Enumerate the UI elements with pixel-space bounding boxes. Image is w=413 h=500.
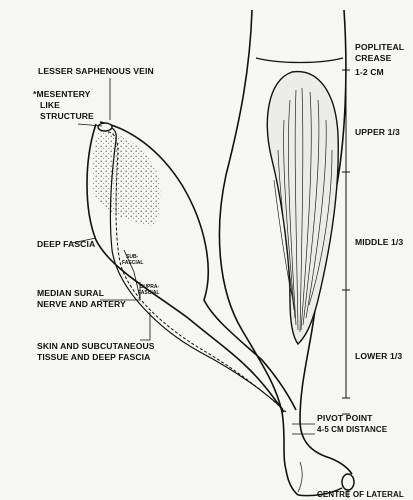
dotted-fascia-region bbox=[92, 130, 161, 226]
label-lower-third: LOWER 1/3 bbox=[355, 351, 402, 362]
label-deep-fascia: DEEP FASCIA bbox=[37, 239, 95, 250]
label-popliteal-line2: CREASE bbox=[355, 53, 391, 64]
label-centre-lateral: CENTRE OF LATERAL bbox=[317, 489, 404, 500]
label-median-sural-line2: NERVE AND ARTERY bbox=[37, 299, 126, 310]
label-popliteal-line1: POPLITEAL bbox=[355, 42, 404, 53]
popliteal-crease-line bbox=[256, 58, 343, 63]
label-skin-line2: TISSUE AND DEEP FASCIA bbox=[37, 352, 150, 363]
label-mesentery-line3: STRUCTURE bbox=[40, 111, 94, 122]
lateral-malleolus bbox=[342, 474, 354, 490]
vein-tip bbox=[98, 123, 112, 131]
heel-detail bbox=[298, 462, 302, 492]
label-middle-third: MIDDLE 1/3 bbox=[355, 237, 403, 248]
label-mesentery-line1: *MESENTERY bbox=[33, 89, 91, 100]
label-sub-fascial-2: FASCIAL bbox=[122, 260, 143, 266]
label-median-sural-line1: MEDIAN SURAL bbox=[37, 288, 104, 299]
label-pivot-distance: 4-5 CM DISTANCE bbox=[317, 424, 387, 435]
label-skin-line1: SKIN AND SUBCUTANEOUS bbox=[37, 341, 155, 352]
label-pivot-point: PIVOT POINT bbox=[317, 413, 373, 424]
label-supra-fascial-2: FASCIAL bbox=[138, 290, 159, 296]
leader-skin bbox=[140, 312, 150, 340]
label-upper-third: UPPER 1/3 bbox=[355, 127, 400, 138]
label-lesser-saphenous-vein: LESSER SAPHENOUS VEIN bbox=[38, 66, 154, 77]
label-popliteal-line3: 1-2 CM bbox=[355, 67, 384, 78]
label-mesentery-line2: LIKE bbox=[40, 100, 60, 111]
